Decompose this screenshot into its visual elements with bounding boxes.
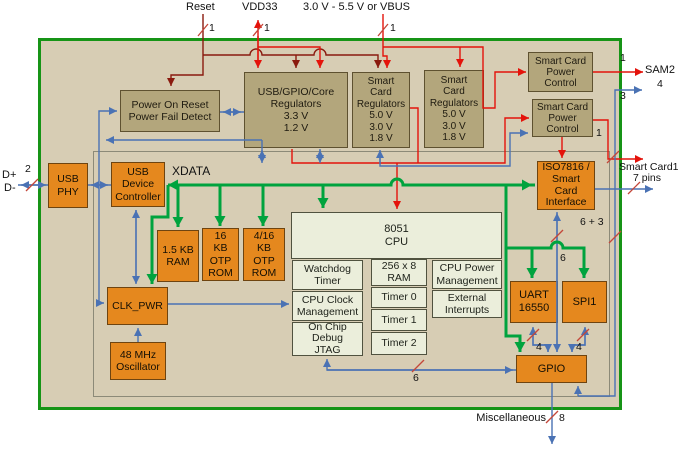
block-power-on-reset: Power On Reset Power Fail Detect [120, 90, 220, 132]
slash-reset [197, 23, 209, 37]
block-usb-device-controller: USB Device Controller [111, 162, 165, 207]
width-vdd33: 1 [264, 22, 270, 34]
width-reset: 1 [209, 22, 215, 34]
slash-vdd33 [252, 23, 264, 37]
width-sam2-power: 1 [620, 52, 626, 64]
block-smart-card-power-control-1: Smart Card Power Control [528, 52, 593, 92]
pin-label-vdd33: VDD33 [242, 1, 278, 13]
block-usb-phy: USB PHY [48, 163, 88, 208]
width-vbus: 1 [390, 22, 396, 34]
width-uart-gpio: 4 [536, 341, 542, 353]
block-clk-pwr: CLK_PWR [107, 287, 168, 325]
pin-label-d-plus: D+ [2, 169, 17, 181]
bus-label-xdata: XDATA [172, 164, 211, 178]
block-external-interrupts: External Interrupts [432, 290, 502, 318]
width-smartcard1-power: 1 [596, 127, 602, 139]
block-cpu-clock-management: CPU Clock Management [292, 291, 363, 321]
pin-label-d-minus: D- [4, 182, 16, 194]
block-watchdog-timer: Watchdog Timer [292, 260, 363, 290]
width-miscellaneous: 8 [559, 412, 565, 424]
block-cpu-power-management: CPU Power Management [432, 260, 502, 289]
block-ram-1-5kb: 1.5 KB RAM [157, 230, 199, 282]
block-rom-4-16kb-otp: 4/16 KB OTP ROM [243, 228, 285, 281]
block-smart-card-regulators-1: Smart Card Regulators 5.0 V 3.0 V 1.8 V [352, 72, 410, 148]
slash-usb [25, 178, 39, 192]
slash-misc [545, 410, 559, 424]
block-timer1: Timer 1 [371, 309, 427, 331]
block-smart-card-regulators-2: Smart Card Regulators 5.0 V 3.0 V 1.8 V [424, 70, 484, 148]
pin-label-vbus: 3.0 V - 5.5 V or VBUS [303, 1, 410, 13]
block-256x8-ram: 256 x 8 RAM [371, 259, 427, 286]
pin-label-reset: Reset [186, 1, 215, 13]
slash-vbus [377, 23, 389, 37]
block-rom-16kb-otp: 16 KB OTP ROM [202, 228, 239, 281]
pin-label-sam2: SAM2 [645, 64, 675, 76]
block-timer2: Timer 2 [371, 332, 427, 355]
block-gpio: GPIO [516, 355, 587, 383]
block-8051-cpu: 8051 CPU [291, 212, 502, 259]
width-sam2-gpio: 3 [620, 90, 626, 102]
block-timer0: Timer 0 [371, 287, 427, 308]
width-iso-gpio: 6 [560, 252, 566, 264]
pin-label-7-pins: 7 pins [633, 172, 662, 184]
block-smart-card-power-control-2: Smart Card Power Control [532, 99, 593, 137]
pin-label-miscellaneous: Miscellaneous [476, 412, 546, 424]
block-iso7816-smart-card-interface: ISO7816 / Smart Card Interface [537, 161, 595, 210]
block-spi1: SPI1 [562, 281, 607, 323]
width-sam2-total: 4 [657, 78, 663, 90]
block-usb-gpio-core-regulators: USB/GPIO/Core Regulators 3.3 V 1.2 V [244, 72, 348, 148]
pin-label-smart-card1: Smart Card1 [619, 161, 679, 173]
width-usb: 2 [25, 163, 31, 175]
block-48mhz-oscillator: 48 MHz Oscillator [110, 342, 166, 380]
block-on-chip-debug-jtag: On Chip Debug JTAG [292, 321, 363, 356]
width-spi-gpio: 4 [576, 341, 582, 353]
width-iso-total: 6 + 3 [580, 216, 604, 228]
block-uart-16550: UART 16550 [510, 281, 558, 323]
width-jtag-gpio: 6 [413, 372, 419, 384]
